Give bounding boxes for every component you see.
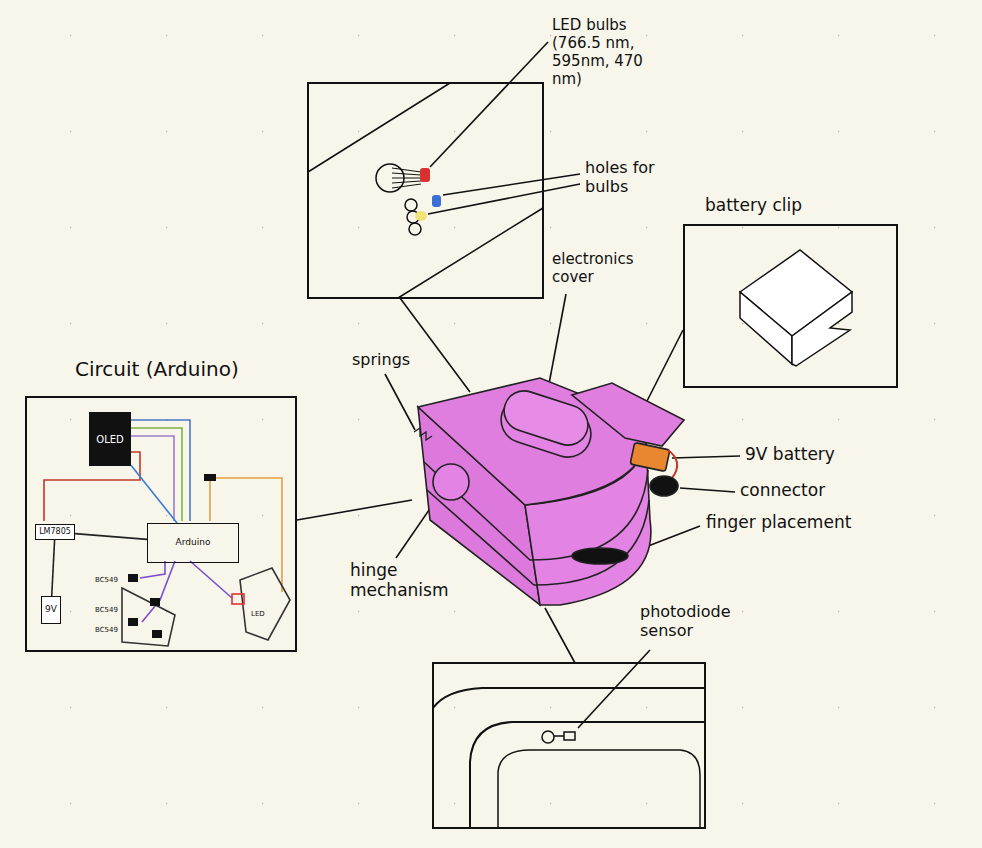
- photodiode-symbol: [564, 732, 575, 740]
- clip-side: [740, 292, 792, 364]
- transistor-label: BC549: [95, 606, 118, 614]
- housing-edge: [433, 688, 705, 708]
- leader-line: [545, 608, 575, 663]
- leader-line: [400, 298, 470, 392]
- yellow-led: [415, 211, 427, 221]
- transistor-label: BC549: [95, 626, 118, 634]
- led-inset: [308, 83, 543, 298]
- holes-label: holes for bulbs: [585, 158, 677, 196]
- photodiode-lead: [554, 735, 564, 737]
- panel-heading: Circuit (Arduino): [75, 358, 239, 380]
- part-name: 9V: [45, 605, 57, 615]
- blue-led: [432, 195, 441, 207]
- arduino-board: Arduino: [147, 523, 239, 563]
- spring-symbol: [414, 428, 432, 440]
- leader-line: [443, 174, 580, 195]
- gate-wire: [140, 561, 165, 578]
- part-name: OLED: [96, 434, 123, 445]
- battery-wire: [668, 450, 677, 478]
- red-led: [420, 168, 430, 182]
- gate-wire: [190, 561, 232, 598]
- battery-label: 9V battery: [745, 444, 835, 464]
- electronics-cover-top: [499, 386, 593, 451]
- battery: [630, 442, 670, 471]
- inset-frame: [433, 663, 705, 828]
- housing-edge: [470, 722, 705, 828]
- transistor-symbol: [128, 574, 138, 582]
- led-symbol: [232, 594, 244, 604]
- transistor-symbol: [128, 618, 138, 626]
- finger-label: finger placement: [706, 512, 851, 532]
- signal-wire: [129, 420, 190, 521]
- wire: [131, 465, 177, 523]
- battery-symbol: 9V: [41, 596, 61, 624]
- leader-line: [428, 184, 580, 214]
- led-part-label: LED: [251, 610, 265, 618]
- cover-label: electronics cover: [552, 250, 664, 286]
- clip-front: [792, 292, 852, 366]
- springs-label: springs: [352, 350, 410, 369]
- led-label: LED bulbs (766.5 nm, 595nm, 470 nm): [552, 16, 674, 88]
- leader-line: [645, 330, 683, 405]
- leader-line: [672, 456, 740, 458]
- battery-clip-panel: battery clip: [683, 224, 898, 388]
- transistor-label: BC549: [95, 576, 118, 584]
- wire: [75, 534, 147, 540]
- connector-label: connector: [740, 480, 825, 500]
- light-rays: [392, 168, 421, 188]
- panel-heading: battery clip: [705, 196, 802, 215]
- transistor-symbol: [150, 598, 160, 606]
- voltage-regulator: LM7805: [35, 524, 75, 540]
- connector: [650, 476, 678, 496]
- battery-clip-drawing: [740, 250, 852, 366]
- device-layer-line: [427, 490, 649, 585]
- hinge-mechanism: [433, 464, 469, 500]
- housing-edge: [398, 208, 543, 298]
- leader-line: [578, 650, 650, 728]
- part-name: LM7805: [39, 528, 71, 537]
- photodiode-label: photodiode sensor: [640, 602, 752, 640]
- signal-wire: [129, 428, 182, 521]
- wire: [52, 540, 55, 596]
- transistor-symbol: [152, 630, 162, 638]
- transistor-wiring: [122, 588, 175, 646]
- oled-module: OLED: [89, 412, 131, 466]
- signal-wire: [129, 436, 174, 521]
- device-layer-line: [424, 462, 648, 560]
- bulb-hole: [409, 223, 421, 235]
- finger-placement: [572, 548, 628, 564]
- led-loop: [240, 568, 290, 640]
- hinge-label: hinge mechanism: [350, 560, 468, 601]
- resistor-symbol: [204, 474, 216, 481]
- leader-line: [430, 42, 548, 167]
- photodiode-symbol: [542, 731, 554, 743]
- leader-line: [385, 374, 415, 430]
- leader-line: [297, 500, 412, 520]
- housing-edge: [308, 83, 450, 172]
- part-name: Arduino: [176, 538, 211, 548]
- led-wire: [210, 478, 282, 592]
- finger-slot: [498, 750, 700, 828]
- photodiode-inset: [433, 663, 705, 828]
- inset-frame: [308, 83, 543, 298]
- device-body: [414, 378, 684, 605]
- circuit-wiring: [44, 420, 290, 646]
- leader-line: [680, 488, 735, 492]
- bulb-hole: [405, 199, 417, 211]
